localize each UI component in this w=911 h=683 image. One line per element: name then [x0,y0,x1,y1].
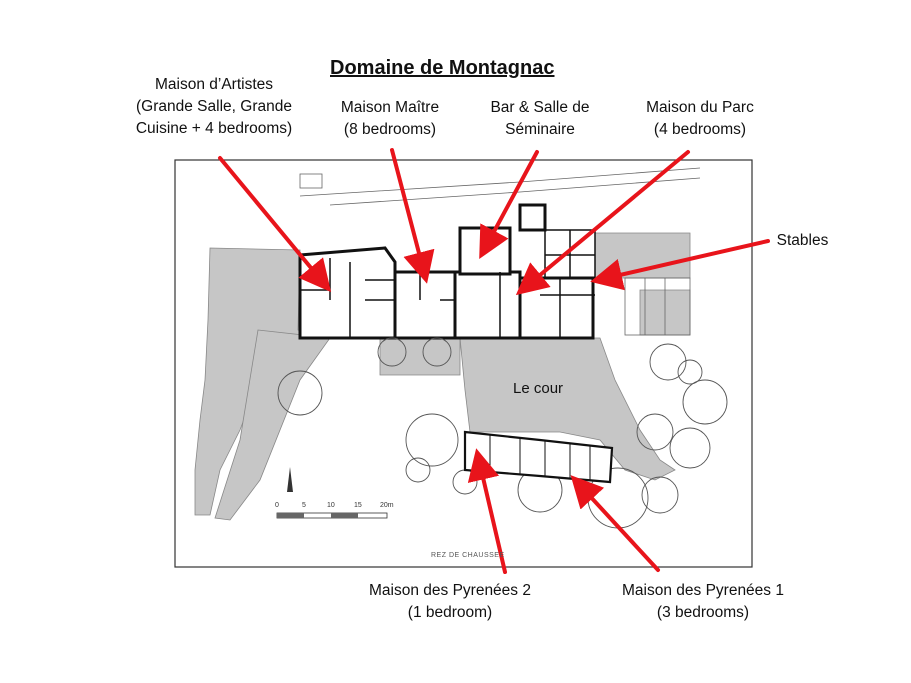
diagram-title: Domaine de Montagnac [330,57,555,79]
scale-tick: 20m [380,502,394,509]
arrow-bar [479,150,539,260]
scale-bar [276,512,388,519]
label-pyrenees-1: Maison des Pyrenées 1 (3 bedrooms) [622,582,784,621]
arrow-maison-artistes [218,156,332,293]
label-stables: Stables [776,232,829,249]
trees [277,337,728,529]
courtyard-label: Le cour [513,380,564,397]
label-maison-artistes: Maison d’Artistes (Grande Salle, Grande … [135,76,293,137]
scale-tick: 15 [354,502,362,509]
pyrenees-building [463,430,614,484]
scale-tick: 5 [302,502,306,509]
scale-tick: 0 [275,502,279,509]
label-maison-parc: Maison du Parc (4 bedrooms) [646,99,754,138]
label-pyrenees-2: Maison des Pyrenées 2 (1 bedroom) [369,582,531,621]
scale-tick: 10 [327,502,335,509]
plan-caption: REZ DE CHAUSSEE [431,552,505,559]
arrow-maison-parc [515,150,690,296]
label-bar: Bar & Salle de Séminaire [490,99,590,138]
arrow-maison-maitre [390,148,435,284]
arrow-pyrenees-2 [467,448,507,574]
pointer-arrows [218,148,770,574]
label-maison-maitre: Maison Maître (8 bedrooms) [340,99,440,138]
hangar [624,277,691,336]
arrow-stables [590,239,770,291]
arrow-pyrenees-1 [570,475,660,572]
north-arrow [287,467,293,492]
